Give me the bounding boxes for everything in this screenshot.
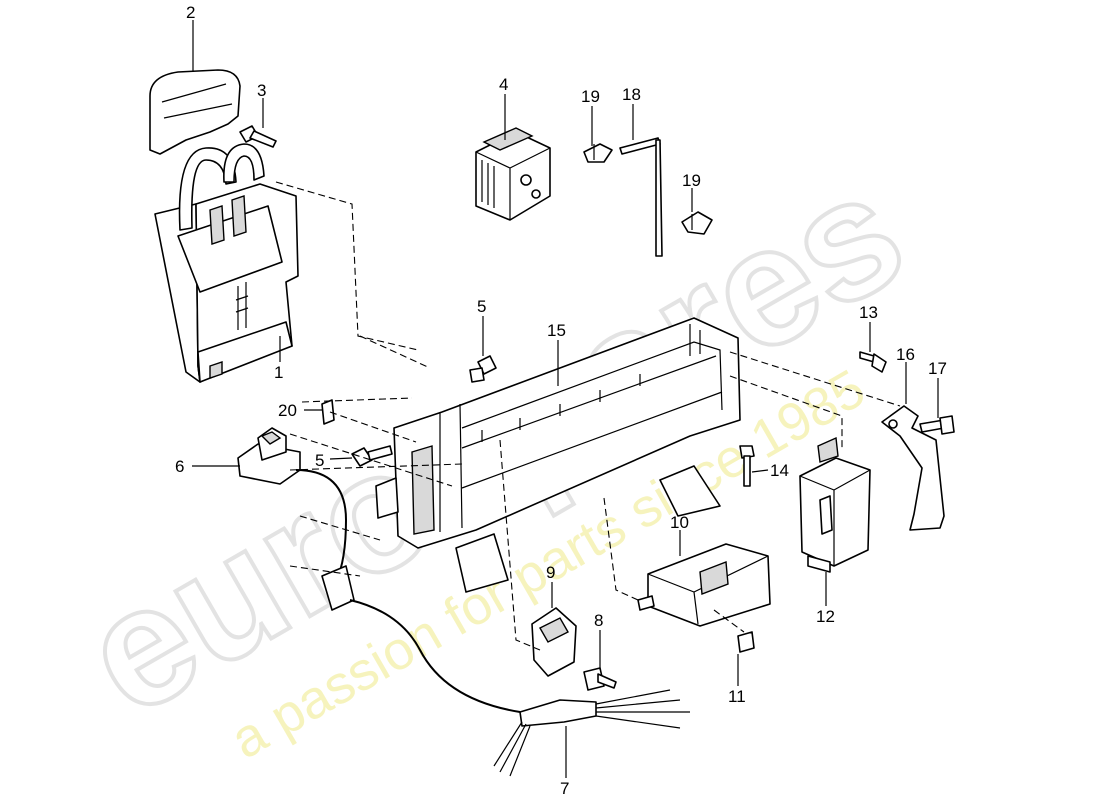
callout-13: 13 <box>859 303 878 322</box>
callout-5-lower: 5 <box>315 451 324 470</box>
callout-16: 16 <box>896 345 915 364</box>
callout-4: 4 <box>499 75 508 94</box>
callout-14: 14 <box>770 461 789 480</box>
part-4-control-unit[interactable] <box>475 127 551 221</box>
callout-1: 1 <box>274 363 283 382</box>
part-1-housing[interactable] <box>154 143 299 383</box>
callout-7: 7 <box>560 779 569 798</box>
callout-numbers: 2 3 1 4 19 18 19 5 15 13 16 17 20 5 6 14… <box>175 3 947 798</box>
callout-12: 12 <box>816 607 835 626</box>
callout-18: 18 <box>622 85 641 104</box>
part-5-bolt-lower[interactable] <box>351 445 393 467</box>
part-13-bolt[interactable] <box>859 351 887 373</box>
callout-5-upper: 5 <box>477 297 486 316</box>
part-2-handle-cover[interactable] <box>149 69 241 155</box>
callout-11: 11 <box>728 687 746 706</box>
part-16-bracket[interactable] <box>881 405 945 531</box>
part-9-clip[interactable] <box>531 607 577 677</box>
part-15-carrier-frame[interactable] <box>375 317 741 593</box>
part-19-clip-lower[interactable] <box>681 211 713 235</box>
callout-19-upper: 19 <box>581 87 600 106</box>
part-12-control-unit[interactable] <box>799 436 871 573</box>
callout-3: 3 <box>257 81 266 100</box>
part-10-control-module[interactable] <box>637 543 771 627</box>
callout-19-lower: 19 <box>682 171 701 190</box>
part-19-clip-upper[interactable] <box>583 143 613 163</box>
callout-9: 9 <box>546 563 555 582</box>
callout-10: 10 <box>670 513 689 532</box>
part-7-wiring-harness[interactable] <box>295 469 690 777</box>
part-3-bolt[interactable] <box>239 125 277 148</box>
part-8-screw[interactable] <box>583 667 617 691</box>
callout-8: 8 <box>594 611 603 630</box>
part-5-bolt-upper[interactable] <box>469 355 497 383</box>
callout-15: 15 <box>547 321 566 340</box>
callout-6: 6 <box>175 457 184 476</box>
part-14-bolt[interactable] <box>739 445 755 487</box>
part-6-bracket[interactable] <box>237 427 301 485</box>
part-17-bolt[interactable] <box>919 415 955 435</box>
part-11-screw[interactable] <box>737 631 755 653</box>
callout-17: 17 <box>928 359 947 378</box>
part-18-rod[interactable] <box>619 137 663 257</box>
callout-2: 2 <box>186 3 195 22</box>
assembly-lines <box>275 181 901 651</box>
part-20-nut[interactable] <box>321 399 335 425</box>
callout-20: 20 <box>278 401 297 420</box>
callout-leaders <box>192 20 939 778</box>
